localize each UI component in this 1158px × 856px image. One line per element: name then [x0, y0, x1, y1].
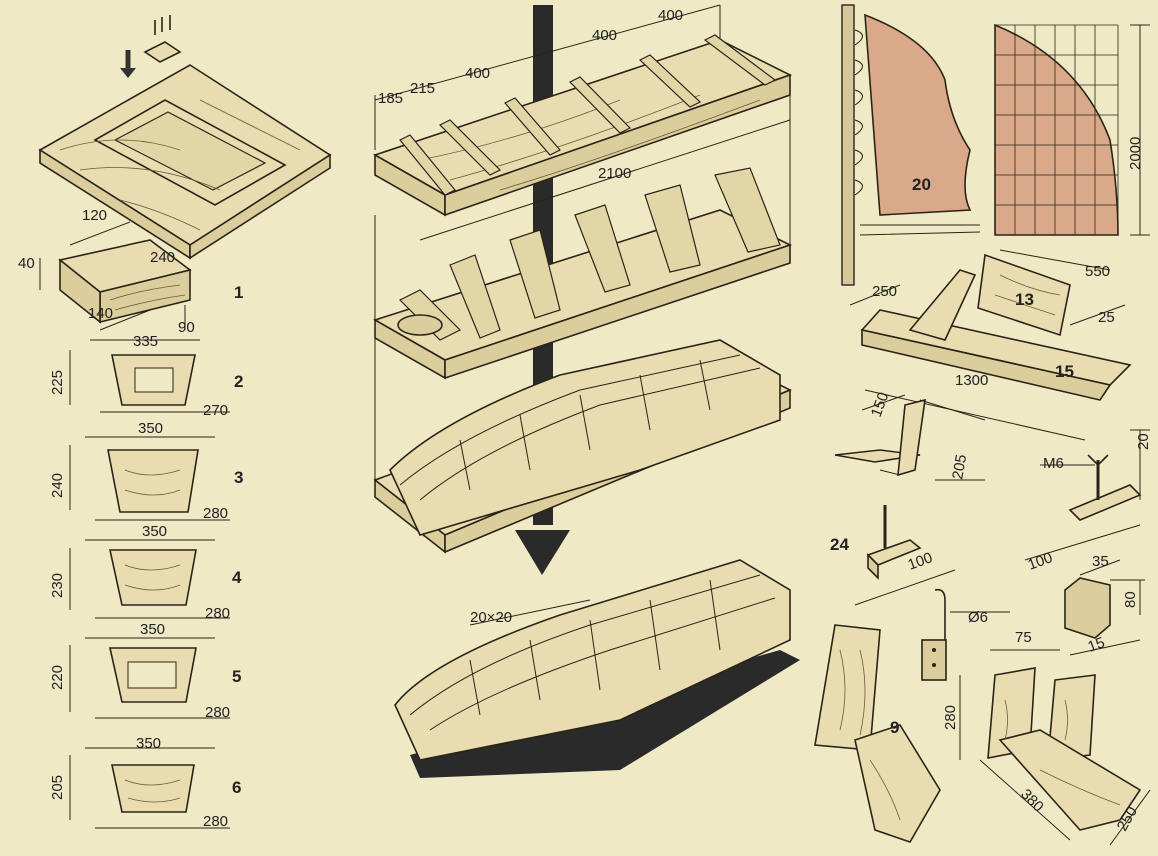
- part-1-block: 120 240 40 140 90 1: [18, 207, 243, 336]
- frame-6: 350 205 280 6: [49, 735, 241, 830]
- part-9-rudder: 9: [814, 624, 941, 843]
- dim-100-b: 100: [1026, 549, 1055, 574]
- dim-280-b: 280: [205, 605, 230, 622]
- finished-hull: 20×20: [394, 559, 800, 778]
- dim-205-b: 205: [949, 453, 970, 481]
- dim-140: 140: [88, 305, 113, 322]
- part-24-bracket: 24 100: [830, 505, 956, 606]
- dim-400-a: 400: [465, 65, 490, 82]
- dim-75: 75: [1015, 629, 1032, 646]
- dim-90: 90: [178, 319, 195, 336]
- dim-diameter-6: Ø6: [968, 609, 988, 626]
- rudder-assembly: 75 280 380 250: [942, 629, 1151, 846]
- dim-120: 120: [82, 207, 107, 224]
- dim-15: 15: [1086, 634, 1107, 656]
- dim-350-c: 350: [140, 621, 165, 638]
- dim-225: 225: [49, 370, 66, 395]
- frame-5: 350 220 280 5: [49, 621, 241, 721]
- dim-m6: M6: [1043, 455, 1064, 472]
- dim-550: 550: [1085, 263, 1110, 280]
- dim-150: 150: [868, 390, 893, 419]
- dim-35: 35: [1092, 553, 1109, 570]
- stage-3-hull: [373, 95, 792, 554]
- dim-280-d: 280: [203, 813, 228, 830]
- sail-pattern-grid: 2000: [994, 23, 1150, 236]
- part-number-2: 2: [234, 372, 243, 391]
- tiller-bracket: 150 205: [834, 390, 986, 481]
- dim-205-a: 205: [49, 775, 66, 800]
- frame-2: 335 225 270 2: [49, 333, 243, 419]
- dim-240-b: 240: [49, 473, 66, 498]
- pin-and-plate: Ø6: [921, 588, 1010, 681]
- dim-185: 185: [378, 90, 403, 107]
- frame-4: 350 230 280 4: [49, 523, 242, 622]
- sail-on-mast: 20: [841, 4, 981, 286]
- part-number-6: 6: [232, 778, 241, 797]
- dim-25: 25: [1098, 309, 1115, 326]
- frame-3: 350 240 280 3: [49, 420, 243, 522]
- centerboard-assembly: 250 550 13 25 1300 15: [849, 249, 1132, 441]
- dim-280-a: 280: [203, 505, 228, 522]
- building-board-assembly: [38, 15, 332, 260]
- dim-2100: 2100: [598, 165, 631, 182]
- dim-215: 215: [410, 80, 435, 97]
- dim-380: 380: [1017, 786, 1047, 816]
- dim-400-c: 400: [658, 7, 683, 24]
- dim-230: 230: [49, 573, 66, 598]
- dim-270: 270: [203, 402, 228, 419]
- assembly-arrow-head: [515, 530, 570, 575]
- dim-1300: 1300: [955, 372, 988, 389]
- dim-2000: 2000: [1127, 137, 1144, 170]
- part-number-15: 15: [1055, 362, 1074, 381]
- part-number-24: 24: [830, 535, 849, 554]
- dim-80: 80: [1122, 591, 1139, 608]
- dim-350-d: 350: [136, 735, 161, 752]
- dim-40: 40: [18, 255, 35, 272]
- part-number-3: 3: [234, 468, 243, 487]
- part-number-13: 13: [1015, 290, 1034, 309]
- part-number-1: 1: [234, 283, 243, 302]
- dim-280-e: 280: [942, 705, 959, 730]
- part-number-4: 4: [232, 568, 242, 587]
- rudder-clamp: M6 20 100: [1024, 429, 1152, 574]
- dim-20x20: 20×20: [470, 609, 512, 626]
- dim-335: 335: [133, 333, 158, 350]
- rudder-fitting: 35 80 15: [1064, 553, 1145, 656]
- dim-350-a: 350: [138, 420, 163, 437]
- dim-240: 240: [150, 249, 175, 266]
- stage-2-frames: [373, 167, 793, 380]
- dim-400-b: 400: [592, 27, 617, 44]
- dim-350-b: 350: [142, 523, 167, 540]
- dim-220: 220: [49, 665, 66, 690]
- dim-280-c: 280: [205, 704, 230, 721]
- stage-1-board: 185 215 400 400 400 2100: [373, 4, 793, 241]
- dim-250-a: 250: [872, 283, 897, 300]
- part-number-5: 5: [232, 667, 241, 686]
- part-number-9: 9: [890, 718, 899, 737]
- part-number-20: 20: [912, 175, 931, 194]
- dim-20: 20: [1135, 433, 1152, 450]
